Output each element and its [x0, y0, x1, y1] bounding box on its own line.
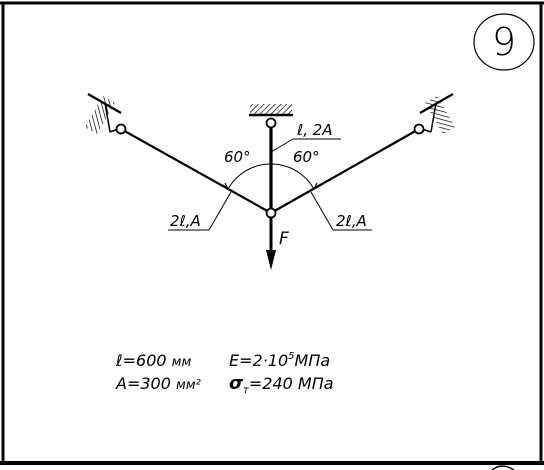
- right-bar: [270, 128, 420, 214]
- left-bar: [120, 128, 272, 214]
- right-bar-label: 2ℓ,A: [336, 212, 367, 230]
- right-fixed-support: [418, 93, 456, 135]
- angle-arcs: [222, 163, 320, 190]
- force-arrow: [266, 218, 276, 270]
- given-modulus: E=2·105МПа: [229, 351, 330, 370]
- right-bar-leader: [310, 191, 372, 231]
- center-bar-label: ℓ, 2A: [296, 121, 333, 139]
- right-hinge: [413, 123, 425, 135]
- force-label: F: [279, 229, 289, 249]
- left-bar-label: 2ℓ,A: [170, 212, 201, 230]
- problem-number: 9: [492, 20, 516, 64]
- problem-number-badge: 9: [473, 13, 535, 71]
- left-hinge: [115, 123, 127, 135]
- left-fixed-support: [84, 93, 122, 135]
- angle-left-label: 60°: [224, 148, 251, 166]
- given-length: ℓ=600 мм: [115, 351, 191, 370]
- given-data: ℓ=600 мм A=300 мм² E=2·105МПа σт=240 МПа: [115, 351, 334, 396]
- center-node: [265, 207, 277, 219]
- given-yield: σт=240 МПа: [229, 373, 334, 396]
- given-area: A=300 мм²: [115, 374, 201, 393]
- center-bar-leader: [270, 138, 341, 153]
- angle-right-label: 60°: [293, 148, 320, 166]
- top-fixed-support: [249, 104, 293, 117]
- top-hinge: [265, 117, 277, 129]
- left-bar-leader: [168, 191, 232, 231]
